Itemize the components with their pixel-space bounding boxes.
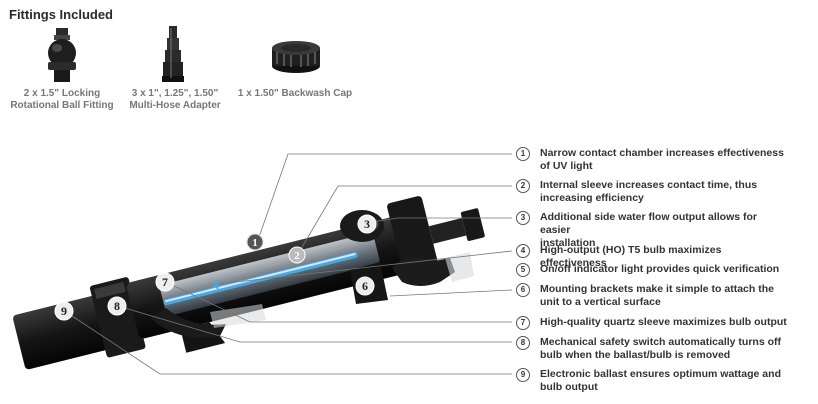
- callout-text: Additional side water flow output allows…: [540, 211, 758, 236]
- device-marker-4: 4: [212, 277, 220, 293]
- callout-text: Internal sleeve increases contact time, …: [540, 179, 758, 191]
- device-marker-label: 3: [364, 217, 370, 231]
- callout-text: Electronic ballast ensures optimum watta…: [540, 368, 781, 380]
- device-marker-7: 7: [155, 272, 175, 292]
- device-marker-8: 8: [107, 296, 127, 316]
- device-marker-label: 9: [61, 304, 67, 318]
- fitting-label-line: 3 x 1", 1.25", 1.50": [131, 88, 219, 99]
- callout-text: Mechanical safety switch automatically t…: [540, 336, 781, 348]
- callout-text: of UV light: [540, 160, 593, 172]
- callout-text: increasing efficiency: [540, 192, 644, 204]
- fitting-label-adapter: 3 x 1", 1.25", 1.50" Multi-Hose Adapter: [115, 88, 235, 112]
- callout-text: unit to a vertical surface: [540, 296, 661, 308]
- callout-number: 3: [516, 211, 530, 225]
- ball-fitting-icon: [48, 28, 76, 82]
- callout-text: Mounting brackets make it simple to atta…: [540, 283, 774, 295]
- multi-hose-adapter-icon: [162, 26, 184, 82]
- page-title: Fittings Included: [9, 7, 113, 22]
- device-marker-label: 8: [114, 299, 120, 313]
- callout-number: 6: [516, 283, 530, 297]
- fitting-label-cap: 1 x 1.50" Backwash Cap: [230, 88, 360, 100]
- fitting-label-line: 1 x 1.50" Backwash Cap: [237, 88, 353, 99]
- device-marker-label: 1: [252, 237, 258, 249]
- callout-number: 8: [516, 336, 530, 350]
- device-marker-2: 2: [288, 246, 306, 264]
- callout-text: bulb output: [540, 381, 598, 393]
- device-marker-6: 6: [355, 276, 375, 296]
- callout-text: bulb when the ballast/bulb is removed: [540, 349, 731, 361]
- callout-number: 4: [516, 244, 530, 258]
- callout-text: installation: [540, 237, 596, 249]
- fitting-label-line: 2 x 1.5" Locking: [23, 88, 101, 99]
- device-marker-label: 2: [294, 250, 300, 262]
- callout-number: 2: [516, 179, 530, 193]
- callout-text: Narrow contact chamber increases effecti…: [540, 147, 784, 159]
- device-marker-label: 4: [212, 277, 220, 293]
- device-marker-1: 1: [246, 233, 264, 251]
- callout-number: 1: [516, 147, 530, 161]
- callout-number: 9: [516, 368, 530, 382]
- callout-text: On/off indicator light provides quick ve…: [540, 263, 780, 275]
- device-marker-3: 3: [357, 214, 377, 234]
- callout-text: High-quality quartz sleeve maximizes bul…: [540, 316, 787, 328]
- callout-number: 5: [516, 263, 530, 277]
- backwash-cap-icon: [272, 41, 320, 73]
- fitting-label-ball: 2 x 1.5" Locking Rotational Ball Fitting: [2, 88, 122, 112]
- fitting-label-line: Multi-Hose Adapter: [129, 100, 221, 111]
- device-marker-9: 9: [54, 301, 74, 321]
- callout-text: High-output (HO) T5 bulb maximizes effec…: [540, 244, 722, 269]
- fitting-label-line: Rotational Ball Fitting: [10, 100, 114, 111]
- callout-number: 7: [516, 316, 530, 330]
- device-marker-label: 6: [362, 279, 368, 293]
- device-marker-label: 7: [162, 275, 168, 289]
